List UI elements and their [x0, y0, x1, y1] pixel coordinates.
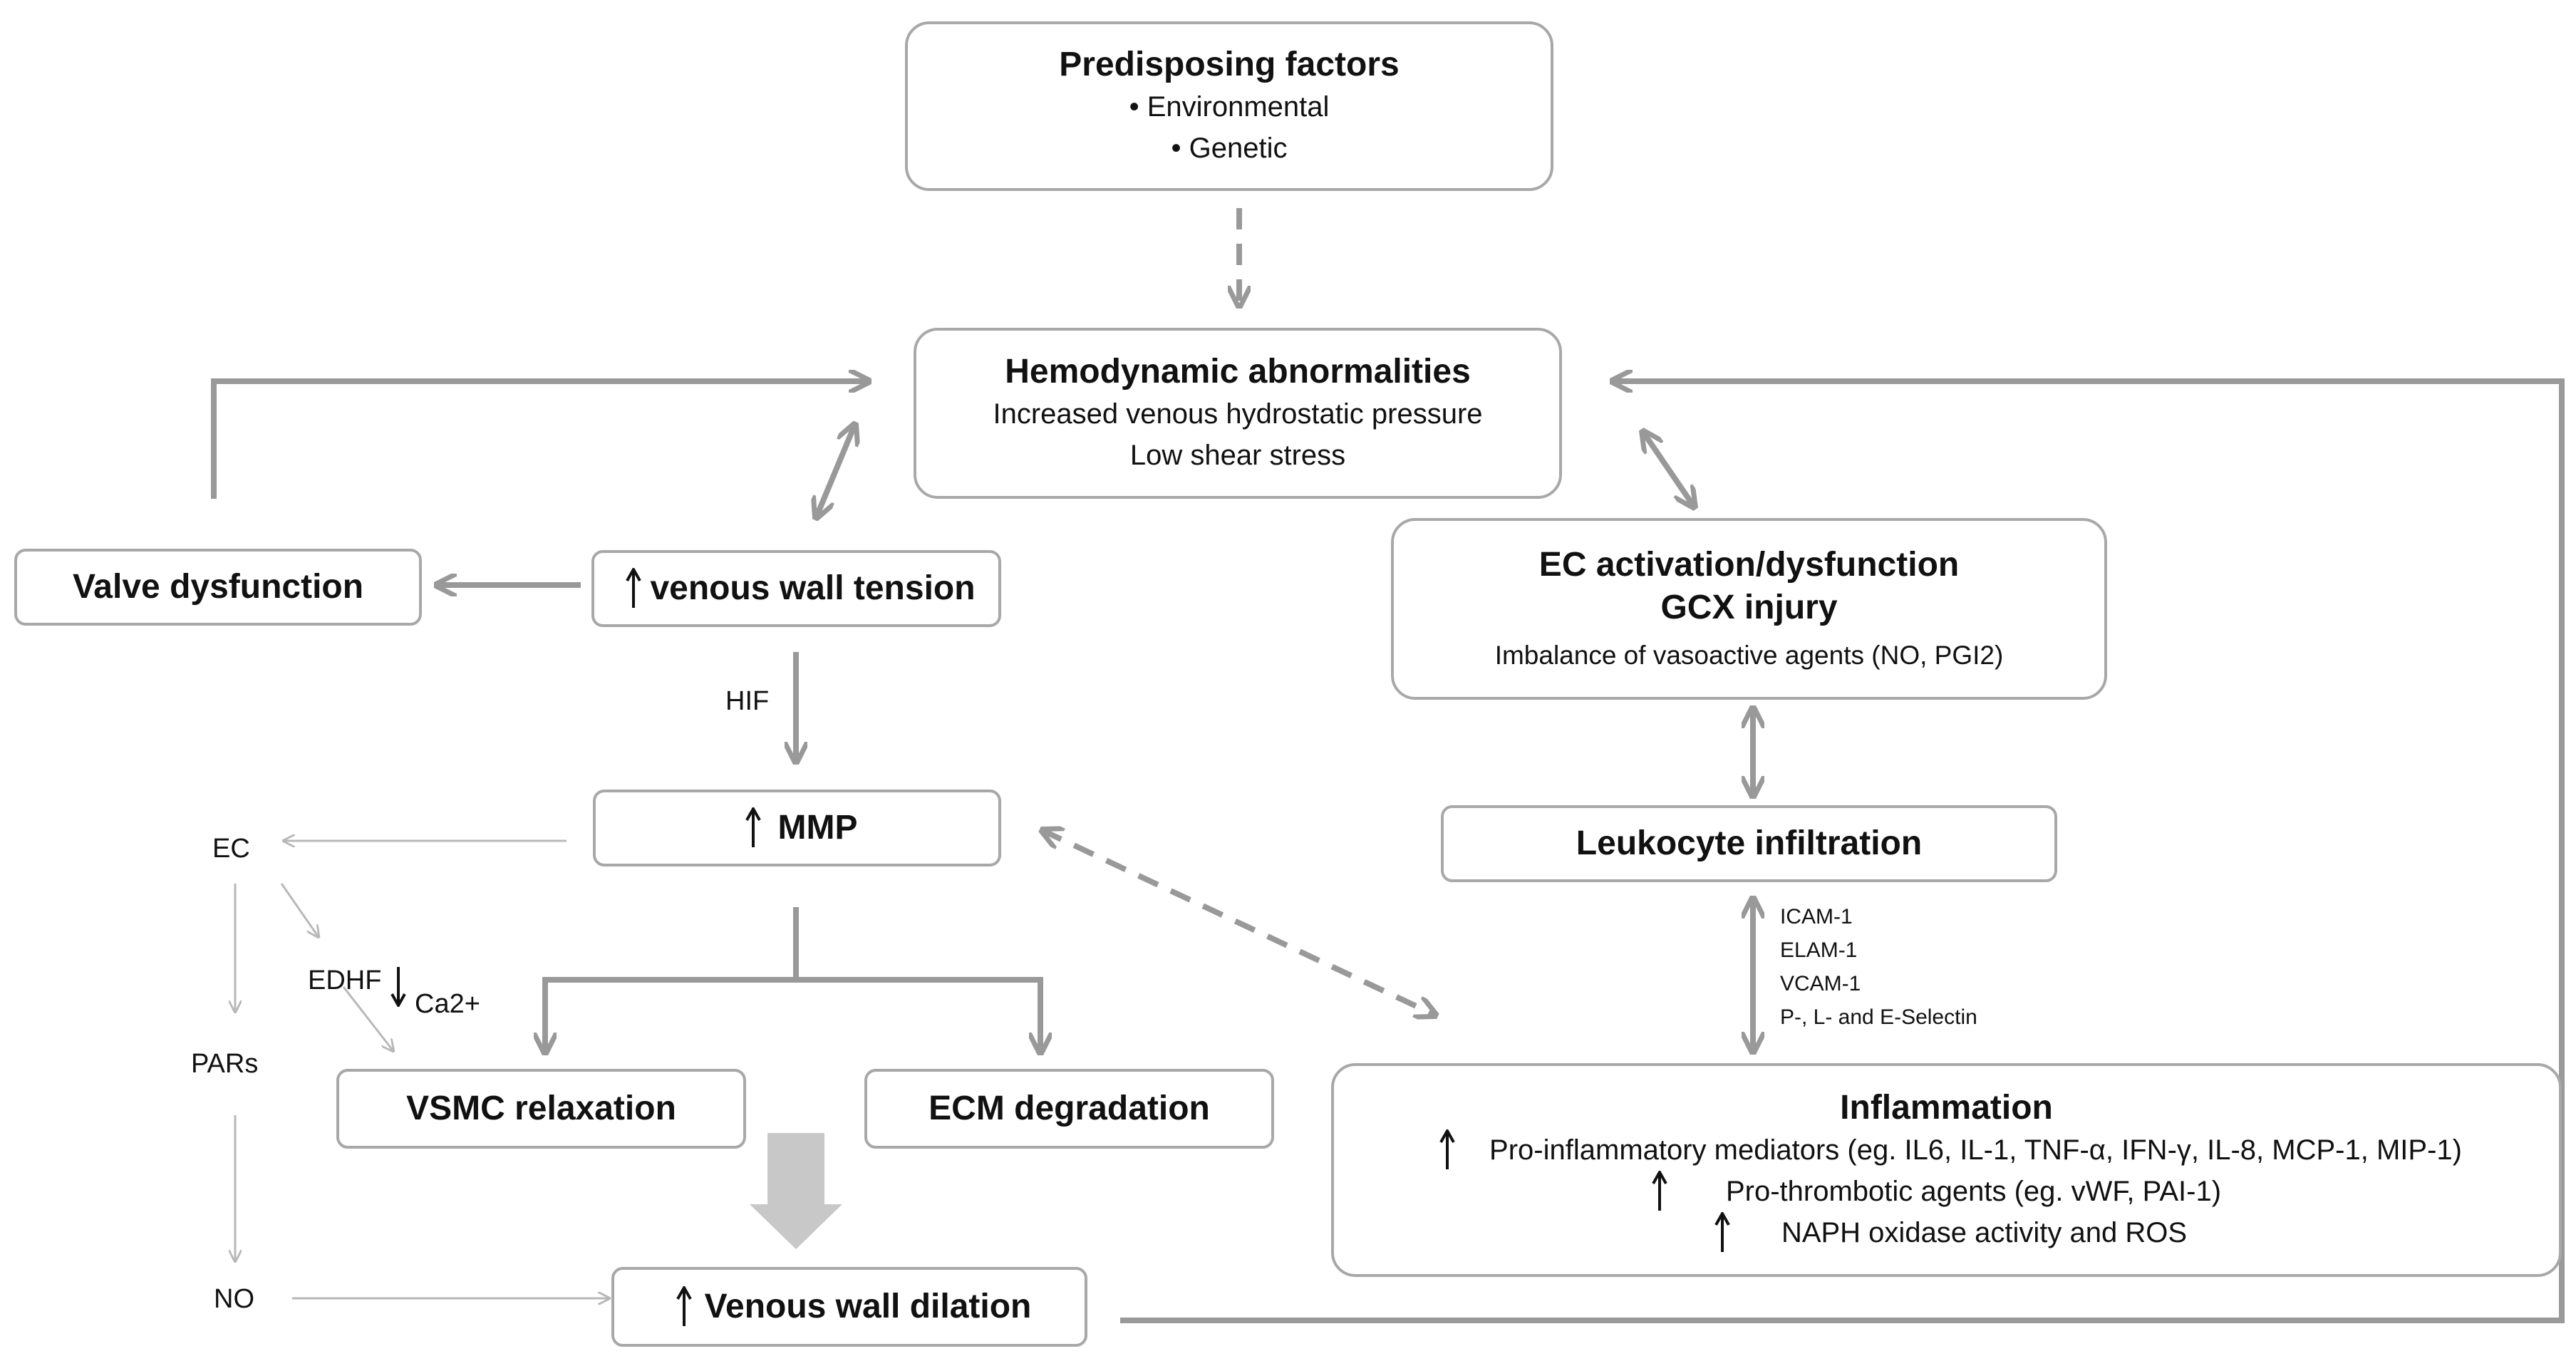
vsmc-relaxation-box: VSMC relaxation: [336, 1069, 746, 1149]
inflammation-box: Inflammation Pro-inflammatory mediators …: [1331, 1063, 2562, 1277]
up-arrow-icon: [737, 807, 770, 849]
arrow-mmp-inflammation: [1042, 830, 1436, 1015]
hif-label: HIF: [725, 686, 770, 716]
adhesion-molecule: VCAM-1: [1780, 972, 1861, 995]
leukocyte-infiltration-title: Leukocyte infiltration: [1576, 824, 1923, 862]
inflammation-item: Pro-thrombotic agents (eg. vWF, PAI-1): [1643, 1171, 2221, 1212]
arrow-hemodynamic-ec-activation: [1643, 431, 1695, 507]
arrow-mmp-to-vsmc: [545, 977, 796, 1053]
up-arrow-icon: [1643, 1171, 1676, 1212]
vasoactive-imbalance-text: Imbalance of vasoactive agents (NO, PGI2…: [1494, 640, 2004, 670]
adhesion-molecules-list: ICAM-1 ELAM-1 VCAM-1 P-, L- and E-Select…: [1780, 900, 1977, 1034]
arrow-edhf-to-vsmc: [342, 986, 393, 1051]
adhesion-molecule: ELAM-1: [1780, 938, 1858, 962]
calcium-label: Ca2+: [415, 989, 480, 1019]
up-arrow-icon: [1706, 1212, 1739, 1253]
predisposing-item: • Environmental: [1129, 91, 1330, 123]
adhesion-molecule: P-, L- and E-Selectin: [1780, 1005, 1977, 1029]
venous-wall-tension-title: venous wall tension: [650, 569, 976, 607]
vsmc-relaxation-title: VSMC relaxation: [406, 1090, 676, 1127]
venous-wall-dilation-title: Venous wall dilation: [704, 1288, 1032, 1325]
pars-label: PARs: [191, 1049, 259, 1079]
arrow-mmp-to-ecm: [796, 977, 1040, 1053]
no-label: NO: [214, 1284, 254, 1314]
arrow-to-dilation: [750, 1133, 842, 1249]
ec-activation-title: EC activation/dysfunction: [1538, 545, 1960, 584]
ecm-degradation-title: ECM degradation: [929, 1090, 1210, 1127]
down-arrow-icon: [390, 966, 406, 1014]
arrow-ec-to-edhf: [280, 883, 319, 937]
venous-wall-tension-box: venous wall tension: [591, 550, 1001, 627]
edhf-label: EDHF: [308, 966, 382, 995]
hemodynamic-abnormalities-box: Hemodynamic abnormalities Increased veno…: [914, 328, 1562, 499]
inflammation-item: NAPH oxidase activity and ROS: [1706, 1212, 2187, 1253]
predisposing-item: • Genetic: [1171, 133, 1288, 164]
venous-wall-dilation-box: Venous wall dilation: [611, 1267, 1087, 1347]
up-arrow-icon: [668, 1286, 700, 1328]
hemodynamic-line: Low shear stress: [1129, 440, 1346, 471]
predisposing-factors-box: Predisposing factors • Environmental • G…: [905, 21, 1553, 191]
inflammation-item: Pro-inflammatory mediators (eg. IL6, IL-…: [1431, 1129, 2462, 1171]
gcx-injury-title: GCX injury: [1660, 588, 1838, 626]
inflammation-line: Pro-inflammatory mediators (eg. IL6, IL-…: [1489, 1134, 2462, 1166]
up-arrow-icon: [1431, 1129, 1464, 1171]
mmp-box: MMP: [593, 790, 1001, 866]
hemodynamic-line: Increased venous hydrostatic pressure: [993, 398, 1483, 430]
leukocyte-infiltration-box: Leukocyte infiltration: [1441, 805, 2057, 882]
valve-dysfunction-box: Valve dysfunction: [14, 549, 422, 626]
ecm-degradation-box: ECM degradation: [864, 1069, 1274, 1149]
arrow-valve-to-hemodynamic: [211, 381, 869, 499]
adhesion-molecule: ICAM-1: [1780, 905, 1853, 928]
inflammation-line: NAPH oxidase activity and ROS: [1781, 1217, 2188, 1248]
up-arrow-icon: [617, 568, 650, 609]
arrow-dilation-to-hemodynamic: [1120, 381, 2565, 1323]
valve-dysfunction-title: Valve dysfunction: [72, 568, 364, 606]
predisposing-factors-title: Predisposing factors: [1059, 46, 1400, 83]
ec-label: EC: [212, 834, 250, 864]
inflammation-line: Pro-thrombotic agents (eg. vWF, PAI-1): [1725, 1176, 2222, 1207]
ec-activation-box: EC activation/dysfunction GCX injury Imb…: [1391, 518, 2107, 700]
hemodynamic-title: Hemodynamic abnormalities: [1005, 353, 1471, 390]
mmp-title: MMP: [777, 809, 858, 847]
arrow-tension-hemodynamic: [816, 424, 855, 518]
inflammation-title: Inflammation: [1840, 1089, 2053, 1127]
